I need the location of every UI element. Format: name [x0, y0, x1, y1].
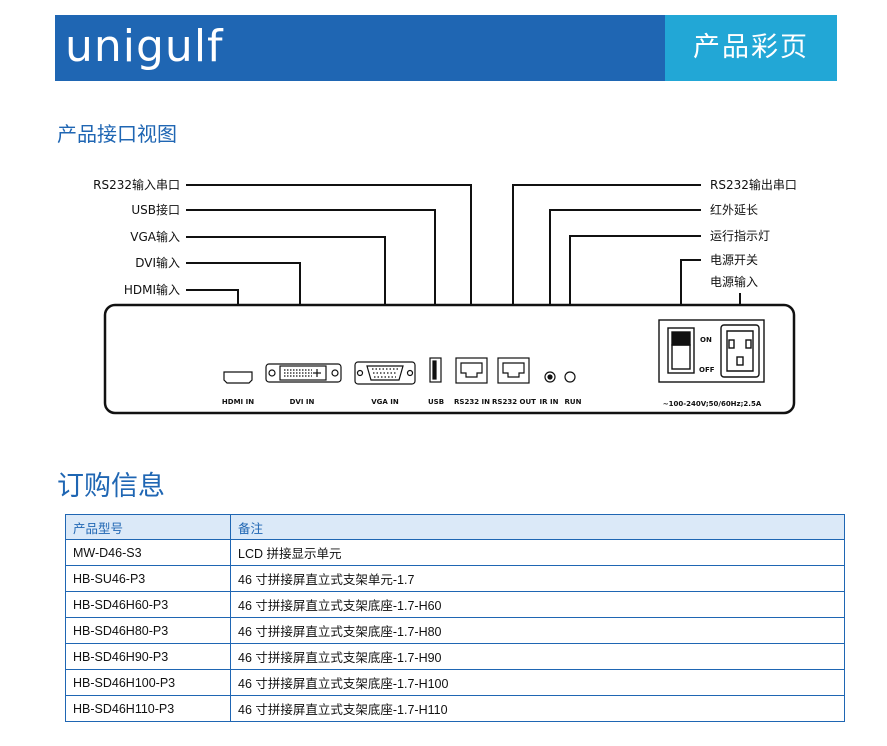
label-vga: VGA输入 — [130, 229, 180, 244]
switch-off-label: OFF — [699, 366, 715, 374]
table-row: HB-SD46H80-P3 46 寸拼接屏直立式支架底座-1.7-H80 — [65, 617, 845, 644]
section-title-interface: 产品接口视图 — [57, 122, 177, 146]
rs232-out-port-icon — [497, 357, 530, 384]
cell-remarks: 46 寸拼接屏直立式支架底座-1.7-H110 — [230, 695, 845, 722]
header-badge: 产品彩页 — [665, 15, 837, 81]
power-spec-label: ~100-240V;50/60Hz;2.5A — [663, 400, 762, 408]
cell-model: HB-SD46H60-P3 — [65, 591, 231, 618]
cell-model: HB-SU46-P3 — [65, 565, 231, 592]
label-dvi: DVI输入 — [135, 255, 180, 270]
table-row: HB-SD46H60-P3 46 寸拼接屏直立式支架底座-1.7-H60 — [65, 591, 845, 618]
label-power-input: 电源输入 — [710, 274, 758, 289]
table-header-row: 产品型号 备注 — [65, 514, 845, 540]
table-row: HB-SD46H110-P3 46 寸拼接屏直立式支架底座-1.7-H110 — [65, 695, 845, 722]
label-power-switch: 电源开关 — [710, 253, 758, 267]
table-row: HB-SD46H100-P3 46 寸拼接屏直立式支架底座-1.7-H100 — [65, 669, 845, 696]
device-panel — [103, 303, 796, 415]
section-title-ordering: 订购信息 — [57, 471, 165, 502]
column-header-remarks: 备注 — [230, 514, 845, 540]
port-label-rs232-out: RS232 OUT — [492, 398, 536, 406]
ir-in-port-icon — [544, 371, 556, 383]
cell-model: HB-SD46H80-P3 — [65, 617, 231, 644]
cell-model: HB-SD46H110-P3 — [65, 695, 231, 722]
run-led-icon — [564, 371, 576, 383]
label-ir: 红外延长 — [710, 202, 758, 217]
hdmi-port-icon — [223, 371, 253, 384]
label-rs232-in: RS232输入串口 — [93, 177, 180, 192]
column-header-model: 产品型号 — [65, 514, 231, 540]
port-label-ir: IR IN — [540, 398, 559, 406]
label-run-led: 运行指示灯 — [710, 228, 770, 243]
label-rs232-out: RS232输出串口 — [710, 177, 797, 192]
port-label-dvi: DVI IN — [290, 398, 315, 406]
dvi-port-icon — [265, 363, 342, 383]
cell-model: MW-D46-S3 — [65, 539, 231, 566]
cell-remarks: 46 寸拼接屏直立式支架底座-1.7-H60 — [230, 591, 845, 618]
vga-port-icon — [354, 361, 416, 385]
table-row: HB-SD46H90-P3 46 寸拼接屏直立式支架底座-1.7-H90 — [65, 643, 845, 670]
ordering-table: 产品型号 备注 MW-D46-S3 LCD 拼接显示单元 HB-SU46-P3 … — [65, 514, 845, 722]
power-module — [658, 319, 765, 383]
cell-model: HB-SD46H90-P3 — [65, 643, 231, 670]
port-label-vga: VGA IN — [371, 398, 399, 406]
label-usb: USB接口 — [131, 202, 180, 217]
header-banner: unigulf 产品彩页 — [55, 15, 837, 81]
cell-remarks: LCD 拼接显示单元 — [230, 539, 845, 566]
cell-remarks: 46 寸拼接屏直立式支架底座-1.7-H100 — [230, 669, 845, 696]
port-label-usb: USB — [428, 398, 444, 406]
switch-on-label: ON — [700, 336, 712, 344]
table-row: HB-SU46-P3 46 寸拼接屏直立式支架单元-1.7 — [65, 565, 845, 592]
label-hdmi: HDMI输入 — [124, 282, 180, 297]
usb-port-icon — [429, 357, 442, 383]
port-label-rs232-in: RS232 IN — [454, 398, 490, 406]
cell-remarks: 46 寸拼接屏直立式支架底座-1.7-H80 — [230, 617, 845, 644]
cell-model: HB-SD46H100-P3 — [65, 669, 231, 696]
brand-logo: unigulf — [65, 21, 224, 72]
cell-remarks: 46 寸拼接屏直立式支架单元-1.7 — [230, 565, 845, 592]
port-label-run: RUN — [565, 398, 582, 406]
rs232-in-port-icon — [455, 357, 488, 384]
table-row: MW-D46-S3 LCD 拼接显示单元 — [65, 539, 845, 566]
interface-diagram: RS232输入串口 USB接口 VGA输入 DVI输入 HDMI输入 RS232… — [93, 177, 797, 415]
port-label-hdmi: HDMI IN — [222, 398, 254, 406]
cell-remarks: 46 寸拼接屏直立式支架底座-1.7-H90 — [230, 643, 845, 670]
